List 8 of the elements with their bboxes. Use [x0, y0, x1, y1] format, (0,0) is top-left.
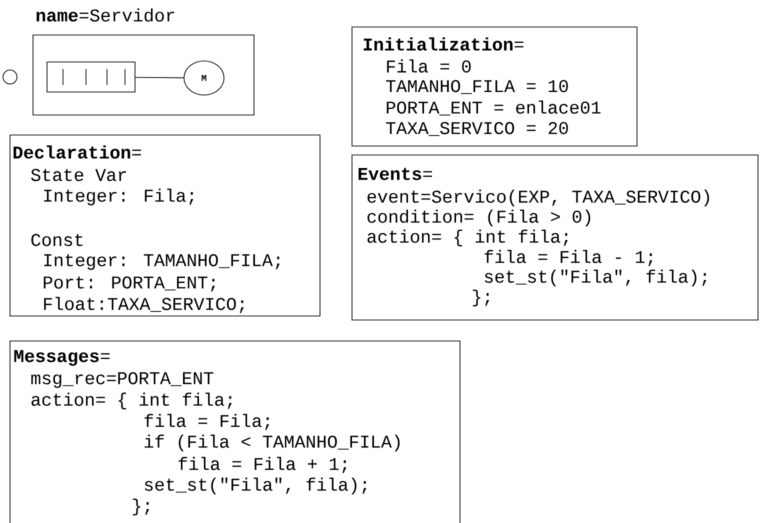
port-circle [2, 70, 18, 84]
node-label: name=Servidor [36, 8, 174, 22]
code-box: Declaration= State Var Integer: Fila; Const Integer: TAMANHO_FILA; Port: PORTA_ENT; Float:TAXA_SERVICO; [10, 134, 320, 316]
queue-box [46, 62, 136, 92]
connector-line [135, 77, 184, 78]
code-box: Initialization= Fila = 0 TAMANHO_FILA = 10 PORTA_ENT = enlace01 TAXA_SERVICO = 20 [352, 26, 638, 146]
code-box: Messages= msg_rec=PORTA_ENT action= { int fila; fila = Fila; if (Fila < TAMANHO_FILA) fila = Fila + 1; set_st("Fila", fila); }; [10, 340, 460, 523]
code-box: Events= event=Servico(EXP, TAXA_SERVICO) condition= (Fila > 0) action= { int fila; fila = Fila - 1; set_st("Fila", fila); }; [352, 154, 758, 320]
